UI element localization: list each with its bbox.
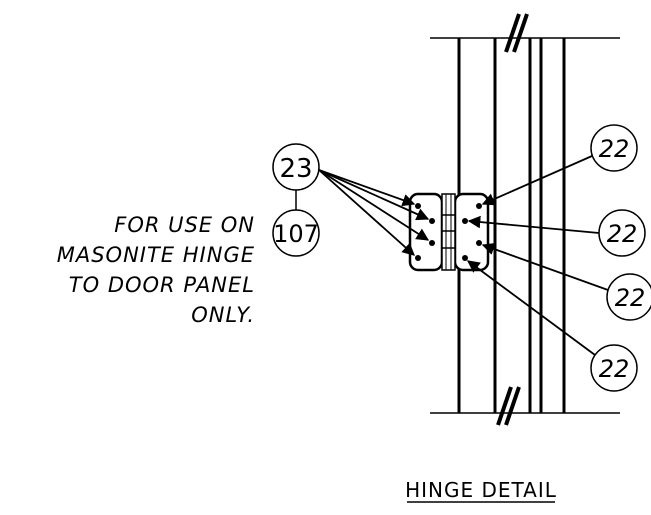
leader-arrows-23 (318, 169, 430, 256)
screw-hole (462, 218, 468, 224)
usage-note: FOR USE ON MASONITE HINGE TO DOOR PANEL … (57, 213, 255, 327)
screw-hole (429, 218, 435, 224)
callout-22-label: 22 (615, 284, 646, 312)
break-mark-bottom (496, 386, 521, 426)
callout-22-label: 22 (599, 355, 630, 383)
screw-hole (415, 255, 421, 261)
callout-23-label: 23 (279, 154, 312, 184)
screw-hole (415, 203, 421, 209)
callout-22-d: 22 (590, 344, 638, 392)
callout-23: 23 (272, 143, 320, 191)
drawing-title: HINGE DETAIL (405, 478, 557, 502)
note-line-3: TO DOOR PANEL (69, 273, 255, 297)
callout-22-label: 22 (607, 220, 638, 248)
note-line-2: MASONITE HINGE (57, 243, 255, 267)
screw-holes (415, 203, 482, 261)
screw-hole (429, 240, 435, 246)
frame-lines (430, 37, 620, 414)
callout-22-a: 22 (590, 124, 638, 172)
callout-107: 107 (272, 209, 320, 257)
screw-hole (476, 240, 482, 246)
note-line-4: ONLY. (191, 303, 255, 327)
note-line-1: FOR USE ON (114, 213, 255, 237)
screw-hole (462, 255, 468, 261)
callout-22-b: 22 (598, 209, 646, 257)
callout-107-label: 107 (273, 220, 319, 248)
leader-arrows-22 (466, 155, 609, 356)
callout-22-c: 22 (606, 273, 651, 321)
hinge-knuckle (441, 193, 456, 271)
callout-22-label: 22 (599, 135, 630, 163)
hinge-leaf-right (453, 192, 490, 272)
screw-hole (476, 203, 482, 209)
break-mark-top (504, 13, 529, 53)
